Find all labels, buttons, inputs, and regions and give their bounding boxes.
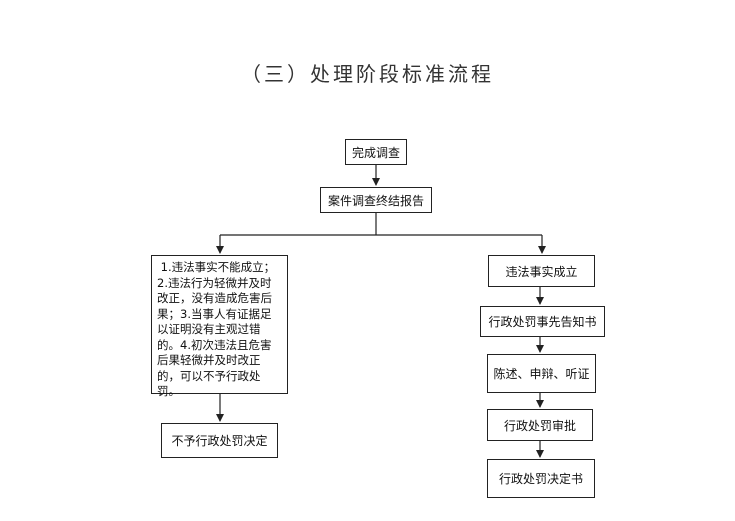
node-left-conditions: 1.违法事实不能成立； 2.违法行为轻微并及时 改正，没有造成危害后 果；3.当…	[151, 255, 288, 398]
page-title: （三）处理阶段标准流程	[241, 62, 494, 86]
condition-line: 后果轻微并及时改正	[157, 353, 261, 367]
node-facts-established: 违法事实成立	[488, 255, 595, 287]
node-prior-notice: 行政处罚事先告知书	[480, 306, 605, 337]
node-no-penalty-decision-label: 不予行政处罚决定	[171, 434, 268, 448]
node-left-conditions-text: 1.违法事实不能成立； 2.违法行为轻微并及时 改正，没有造成危害后 果；3.当…	[157, 260, 275, 400]
condition-line: 以证明没有主观过错	[157, 322, 261, 336]
node-statement-hearing-label: 陈述、申辩、听证	[493, 367, 590, 381]
condition-line: 1.违法事实不能成立；	[157, 260, 276, 274]
condition-line: 的，可以不予行政处	[157, 368, 261, 383]
node-statement-hearing: 陈述、申辩、听证	[487, 354, 596, 393]
node-penalty-decision: 行政处罚决定书	[487, 459, 595, 498]
condition-line: 的。4.初次违法且危害	[157, 337, 272, 352]
node-final-report: 案件调查终结报告	[320, 187, 432, 213]
condition-line: 2.违法行为轻微并及时	[157, 275, 272, 290]
node-final-report-label: 案件调查终结报告	[327, 193, 424, 208]
condition-line: 果；3.当事人有证据足	[157, 306, 272, 321]
node-approval: 行政处罚审批	[487, 409, 593, 441]
node-complete-investigation-label: 完成调查	[351, 145, 400, 160]
condition-line: 罚。	[157, 384, 180, 398]
node-no-penalty-decision: 不予行政处罚决定	[161, 423, 278, 458]
node-facts-established-label: 违法事实成立	[505, 264, 578, 279]
node-penalty-decision-label: 行政处罚决定书	[498, 472, 583, 486]
condition-line: 改正，没有造成危害后	[157, 291, 272, 305]
node-approval-label: 行政处罚审批	[503, 418, 576, 433]
node-prior-notice-label: 行政处罚事先告知书	[488, 315, 597, 329]
node-complete-investigation: 完成调查	[345, 139, 407, 165]
